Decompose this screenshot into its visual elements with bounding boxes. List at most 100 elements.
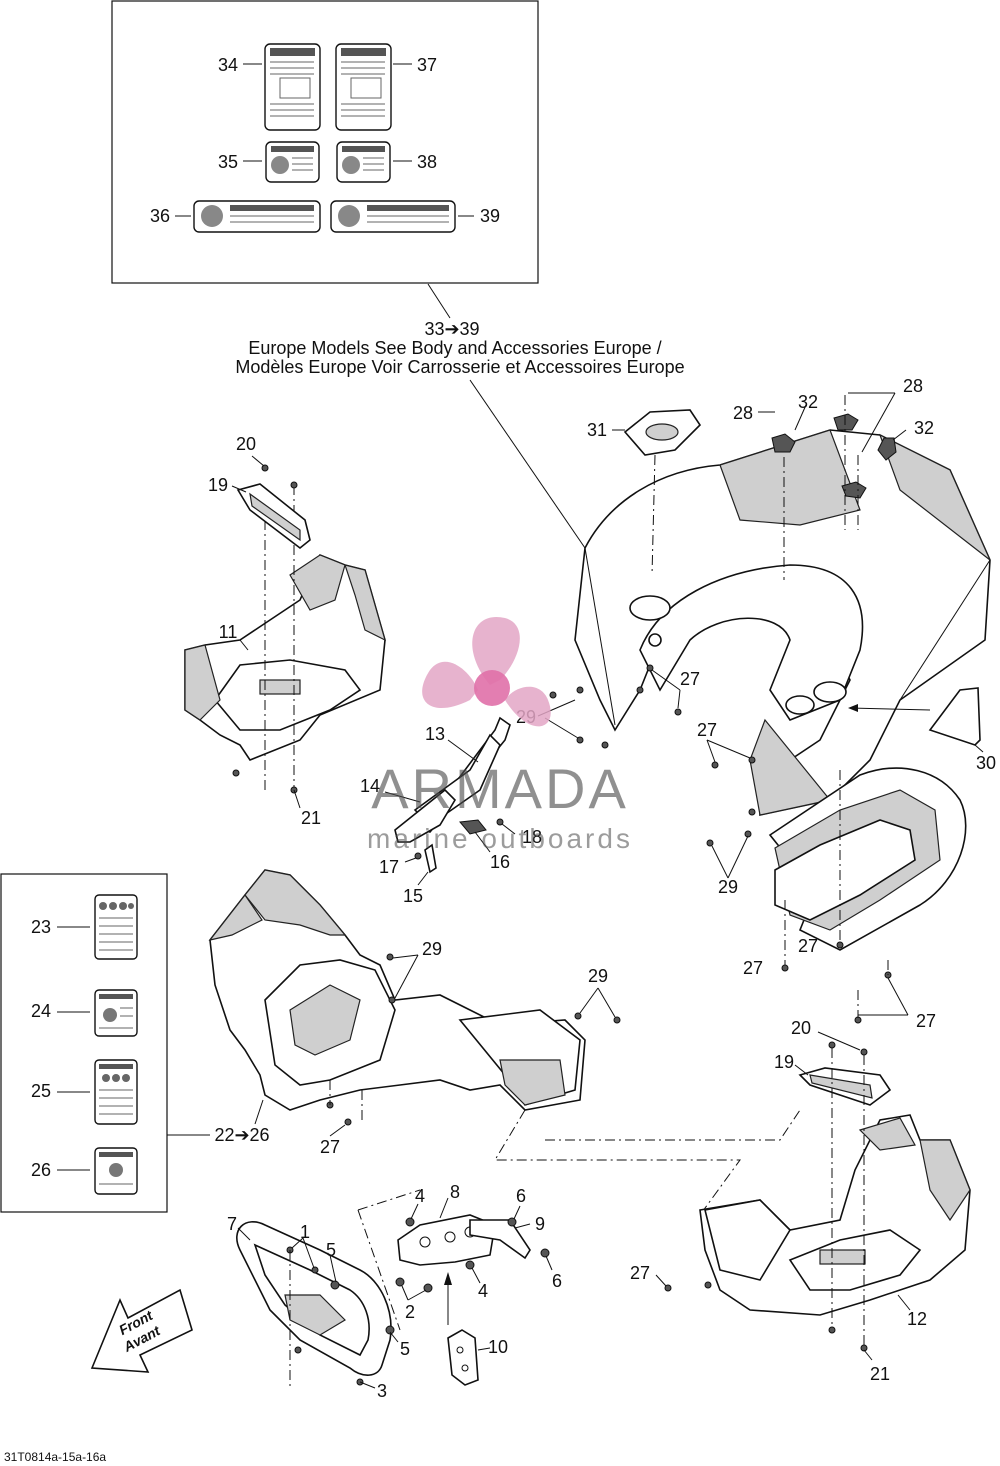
part-7-front-bumper[interactable] [236, 1221, 392, 1376]
callout-8: 8 [450, 1182, 460, 1202]
callout-29c: 29 [422, 939, 442, 959]
part-32-grip-center[interactable] [833, 413, 859, 431]
callout-2: 2 [405, 1302, 415, 1322]
callout-25: 25 [31, 1081, 51, 1101]
label-24-warning-sticker[interactable] [94, 989, 138, 1037]
part-32-grip-right[interactable] [877, 437, 897, 461]
callout-10: 10 [488, 1337, 508, 1357]
callout-6b: 6 [552, 1271, 562, 1291]
fasteners-20-21-27-right [655, 1031, 873, 1361]
callout-11: 11 [219, 622, 238, 642]
callout-12: 12 [907, 1309, 927, 1329]
callout-30: 30 [976, 753, 996, 773]
watermark-tagline: marine outboards [367, 823, 633, 854]
callout-27g: 27 [630, 1263, 650, 1283]
callout-38: 38 [417, 152, 437, 172]
rear-fender-part[interactable] [574, 429, 991, 816]
callout-21b: 21 [870, 1364, 890, 1384]
bracket-fasteners [395, 1203, 553, 1301]
callout-34: 34 [218, 55, 238, 75]
callout-32a: 32 [798, 392, 818, 412]
part-31-cap[interactable] [612, 409, 702, 576]
callout-5b: 5 [400, 1339, 410, 1359]
part-32-grip-lower[interactable] [841, 481, 867, 499]
callout-20a: 20 [236, 434, 256, 454]
part-14-bracket-plate[interactable] [384, 788, 457, 843]
front-labels-box [0, 873, 210, 1213]
callout-19b: 19 [774, 1052, 794, 1072]
callout-23: 23 [31, 917, 51, 937]
fasteners-27-29-front [326, 953, 621, 1137]
watermark-brand: ARMADA [371, 757, 629, 820]
callout-5a: 5 [326, 1240, 336, 1260]
callout-4b: 4 [478, 1281, 488, 1301]
callout-16: 16 [490, 852, 510, 872]
part-12-right-footwell[interactable] [699, 1114, 971, 1316]
front-fender-part[interactable] [208, 869, 586, 1125]
callout-6a: 6 [516, 1186, 526, 1206]
part-11-left-footwell[interactable] [184, 485, 386, 790]
label-35-warning-sticker[interactable] [265, 141, 320, 183]
part-16-clip[interactable] [459, 819, 491, 853]
callout-19a: 19 [208, 475, 228, 495]
callout-21a: 21 [301, 808, 321, 828]
callout-32b: 32 [914, 418, 934, 438]
label-36-warning-sticker[interactable] [193, 200, 321, 233]
callout-3: 3 [377, 1381, 387, 1401]
callout-36: 36 [150, 206, 170, 226]
europe-note-line1: Europe Models See Body and Accessories E… [248, 338, 661, 358]
part-32-grip-left[interactable] [771, 433, 796, 453]
callout-27f: 27 [320, 1137, 340, 1157]
callout-31: 31 [587, 420, 607, 440]
callout-18: 18 [522, 827, 542, 847]
label-25-warning-sticker[interactable] [94, 1059, 138, 1125]
part-19-footrest-right[interactable] [794, 1064, 892, 1106]
callout-9: 9 [535, 1214, 545, 1234]
callout-14: 14 [360, 776, 380, 796]
label-37-warning-sticker[interactable] [335, 43, 392, 131]
callout-27c: 27 [798, 936, 818, 956]
callout-4a: 4 [415, 1186, 425, 1206]
callout-39: 39 [480, 206, 500, 226]
callout-20b: 20 [791, 1018, 811, 1038]
callout-labels: 1 2 3 4 4 5 5 6 6 7 8 9 10 11 12 13 14 1… [31, 55, 996, 1401]
part-15-fastener[interactable] [417, 843, 437, 886]
europe-labels-box [111, 0, 539, 319]
callout-26: 26 [31, 1160, 51, 1180]
callout-15: 15 [403, 886, 423, 906]
europe-note-line2: Modèles Europe Voir Carrosserie et Acces… [235, 357, 684, 377]
callout-24: 24 [31, 1001, 51, 1021]
propeller-logo-icon [422, 616, 551, 727]
front-direction-arrow: Front Avant [90, 1288, 193, 1373]
callout-27e: 27 [916, 1011, 936, 1031]
callout-1: 1 [300, 1222, 310, 1242]
callout-29b: 29 [718, 877, 738, 897]
callout-35: 35 [218, 152, 238, 172]
callout-7: 7 [227, 1214, 237, 1234]
label-38-warning-sticker[interactable] [336, 141, 391, 183]
callout-27b: 27 [697, 720, 717, 740]
callout-13: 13 [425, 724, 445, 744]
part-18-screw [496, 818, 516, 835]
label-39-warning-sticker[interactable] [330, 200, 456, 233]
callout-27d: 27 [743, 958, 763, 978]
fastener-21-left [232, 769, 301, 809]
callout-27a: 27 [680, 669, 700, 689]
part-10-bracket[interactable] [444, 1272, 491, 1386]
label-23-warning-sticker[interactable] [94, 894, 138, 960]
label-26-warning-sticker[interactable] [94, 1147, 138, 1195]
callout-28b: 28 [903, 376, 923, 396]
fastener-20-left [251, 455, 298, 489]
europe-note-range: 33➔39 [424, 319, 479, 339]
callout-37: 37 [417, 55, 437, 75]
part-17-screw [404, 852, 422, 863]
figure-reference-code: 31T0814a-15a-16a [4, 1450, 106, 1464]
label-34-warning-sticker[interactable] [264, 43, 321, 131]
europe-models-note: 33➔39 Europe Models See Body and Accesso… [235, 319, 685, 549]
rear-rack-part[interactable] [768, 767, 967, 965]
part-30-side-panel[interactable] [848, 687, 984, 753]
armada-watermark: ARMADA marine outboards [367, 616, 633, 854]
part-19-footrest-left[interactable] [231, 483, 311, 550]
callout-29d: 29 [588, 966, 608, 986]
